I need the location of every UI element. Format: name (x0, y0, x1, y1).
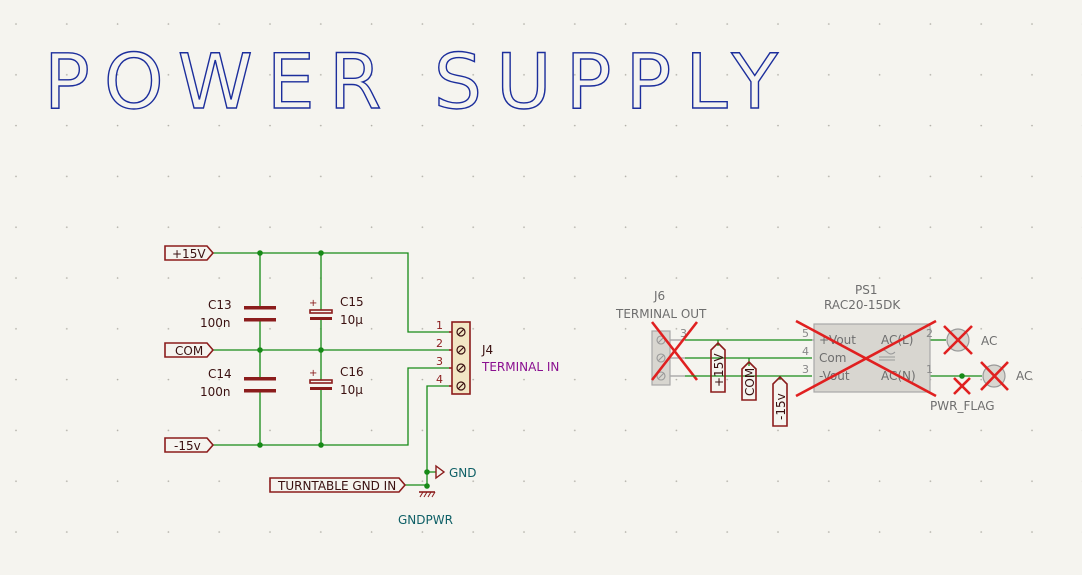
svg-text:COM: COM (743, 368, 757, 396)
ac-connector-2[interactable]: AC (980, 361, 1032, 391)
capacitor-c13[interactable]: C13 100n (200, 298, 276, 330)
capacitor-c16[interactable]: + C16 10µ (309, 365, 364, 397)
label-minus15v[interactable]: -15v (164, 437, 215, 453)
j4-ref: J4 (481, 343, 493, 357)
capacitor-c15[interactable]: + C15 10µ (309, 295, 364, 327)
connector-j6[interactable]: 3 J6 TERMINAL OUT (615, 289, 707, 386)
svg-text:+: + (309, 368, 317, 379)
svg-text:+15V: +15V (712, 353, 726, 387)
ac-connector-1[interactable]: AC (943, 325, 997, 355)
j6-value: TERMINAL OUT (615, 307, 707, 321)
ps1-pin-com: Com (819, 351, 846, 365)
ac1-label: AC (981, 334, 997, 348)
gnd-label: GND (449, 466, 477, 480)
label-com[interactable]: COM (164, 342, 215, 358)
ps1-pin-5: 5 (802, 327, 809, 340)
gndpwr-label: GNDPWR (398, 513, 453, 527)
pwr-flag[interactable]: PWR_FLAG (930, 377, 995, 413)
ps1-pin-plusvout: +Vout (819, 333, 856, 347)
svg-text:+: + (309, 298, 317, 309)
junction-dot-acn (959, 373, 965, 379)
vlabel-minus15v[interactable]: -15v (772, 375, 788, 427)
c16-ref: C16 (340, 365, 364, 379)
svg-text:COM: COM (175, 344, 203, 358)
ps1-ref: PS1 (855, 283, 878, 297)
ps1-value: RAC20-15DK (824, 298, 901, 312)
ac2-label: AC (1016, 369, 1032, 383)
label-plus15v[interactable]: +15V (164, 245, 215, 261)
ps1-pin-3: 3 (802, 363, 809, 376)
j4-pin-3: 3 (436, 355, 443, 368)
svg-text:-15v: -15v (174, 439, 201, 453)
j6-ref: J6 (653, 289, 665, 303)
c15-value: 10µ (340, 313, 363, 327)
ps1-pin-2: 2 (926, 327, 933, 340)
c14-value: 100n (200, 385, 231, 399)
j4-pin-1: 1 (436, 319, 443, 332)
module-ps1[interactable]: 5 4 3 2 1 +Vout Com -Vout AC(L) AC(N) PS… (795, 283, 937, 398)
vlabel-com[interactable]: COM (741, 360, 757, 401)
svg-text:+15V: +15V (172, 247, 206, 261)
label-turntable-gnd[interactable]: TURNTABLE GND IN (269, 477, 407, 493)
sheet-title: POWER SUPPLY (44, 37, 792, 126)
capacitor-c14[interactable]: C14 100n (200, 367, 276, 399)
pwr-flag-label: PWR_FLAG (930, 399, 995, 413)
j6-pin-3: 3 (680, 327, 687, 340)
c13-ref: C13 (208, 298, 232, 312)
ps1-pin-4: 4 (802, 345, 809, 358)
vlabel-plus15v[interactable]: +15V (710, 341, 726, 393)
j4-pin-2: 2 (436, 337, 443, 350)
j4-value: TERMINAL IN (481, 360, 559, 374)
c14-ref: C14 (208, 367, 232, 381)
c16-value: 10µ (340, 383, 363, 397)
c15-ref: C15 (340, 295, 364, 309)
ps1-pin-1: 1 (926, 363, 933, 376)
junction-dots (257, 250, 430, 489)
svg-text:TURNTABLE GND IN: TURNTABLE GND IN (277, 479, 396, 493)
gnd-symbol[interactable]: GND (435, 464, 477, 480)
c13-value: 100n (200, 316, 231, 330)
j4-pin-4: 4 (436, 373, 443, 386)
svg-text:-15v: -15v (774, 393, 788, 420)
connector-j4[interactable]: 1 2 3 4 J4 TERMINAL IN (436, 319, 559, 395)
gndpwr-symbol[interactable]: GNDPWR (398, 491, 453, 527)
